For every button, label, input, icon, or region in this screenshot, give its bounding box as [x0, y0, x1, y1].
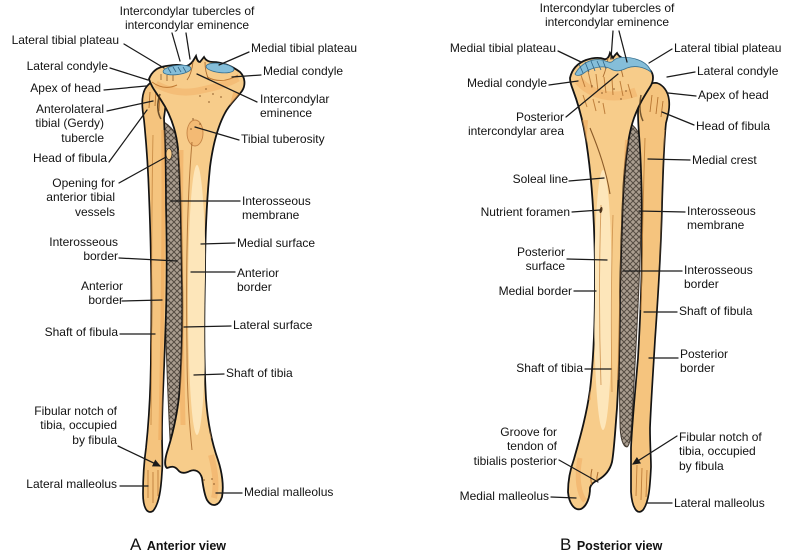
posterior-plateau-cartilage — [574, 56, 652, 76]
caption-posterior-view: B Posterior view — [560, 535, 662, 554]
caption-text-anterior: Anterior view — [146, 539, 227, 553]
label-a-fibular-notch: Fibular notch of tibia, occupied by fibu… — [34, 404, 117, 447]
label-b-posterior-intercondylar-area: Posterior intercondylar area — [467, 110, 564, 139]
label-a-lateral-surface: Lateral surface — [233, 318, 313, 332]
label-a-anterior-border-tibia: Anterior border — [237, 266, 280, 295]
label-b-intercondylar-tubercles: Intercondylar tubercles of intercondylar… — [539, 1, 675, 30]
label-b-medial-tibial-plateau: Medial tibial plateau — [449, 41, 556, 55]
label-a-medial-malleolus: Medial malleolus — [244, 485, 334, 499]
label-a-tibial-tuberosity: Tibial tuberosity — [241, 132, 325, 146]
label-b-fibular-notch: Fibular notch of tibia, occupied by fibu… — [679, 430, 762, 473]
fibula-tibia-crevice-anterior — [157, 93, 162, 120]
label-a-apex-of-head: Apex of head — [30, 81, 101, 95]
label-a-interosseous-membrane: Interosseous membrane — [242, 194, 311, 223]
caption-letter-b: B — [560, 535, 572, 554]
label-a-interosseous-border: Interosseous border — [49, 235, 118, 264]
fibula-anterior-details — [147, 89, 166, 503]
label-b-nutrient-foramen: Nutrient foramen — [480, 205, 570, 219]
label-a-intercondylar-eminence: Intercondylar eminence — [260, 92, 330, 121]
label-a-head-of-fibula: Head of fibula — [32, 151, 107, 165]
fibula-tibia-crevice-posterior — [639, 94, 644, 122]
label-a-lateral-malleolus: Lateral malleolus — [26, 477, 117, 491]
soleal-line-ridge — [589, 127, 611, 195]
leader-lines-anterior — [103, 32, 262, 494]
label-b-medial-crest: Medial crest — [692, 153, 757, 167]
label-b-interosseous-membrane: Interosseous membrane — [687, 204, 756, 233]
label-b-shaft-of-tibia: Shaft of tibia — [516, 361, 583, 375]
caption-letter-a: A — [130, 535, 142, 554]
label-b-interosseous-border: Interosseous border — [684, 263, 753, 292]
caption-text-posterior: Posterior view — [576, 539, 663, 553]
opening-anterior-tibial-vessels — [165, 148, 173, 160]
label-b-lateral-condyle: Lateral condyle — [697, 64, 779, 78]
label-b-groove-tibialis-posterior: Groove for tendon of tibialis posterior — [473, 425, 557, 468]
label-a-medial-surface: Medial surface — [237, 236, 316, 250]
label-b-medial-condyle: Medial condyle — [466, 76, 547, 90]
posterior-view-illustration — [567, 50, 671, 513]
label-a-gerdy-tubercle: Anterolateral tibial (Gerdy) tubercle — [35, 102, 104, 145]
label-b-medial-malleolus: Medial malleolus — [459, 489, 549, 503]
label-b-apex-of-head: Apex of head — [698, 88, 769, 102]
label-a-opening-anterior-tibial-vessels: Opening for anterior tibial vessels — [46, 176, 115, 219]
label-b-lateral-malleolus: Lateral malleolus — [674, 496, 765, 510]
label-a-shaft-of-tibia: Shaft of tibia — [226, 366, 293, 380]
label-a-intercondylar-tubercles: Intercondylar tubercles of intercondylar… — [119, 4, 255, 33]
nutrient-foramen-mark — [599, 206, 603, 214]
label-b-shaft-of-fibula: Shaft of fibula — [679, 304, 753, 318]
label-b-lateral-tibial-plateau: Lateral tibial plateau — [674, 41, 782, 55]
label-b-soleal-line: Soleal line — [512, 172, 568, 186]
lateral-tibial-plateau-cartilage — [162, 64, 192, 76]
label-a-shaft-of-fibula: Shaft of fibula — [44, 325, 118, 339]
label-a-anterior-border-fibula: Anterior border — [80, 279, 123, 308]
leader-lines-posterior — [548, 30, 697, 504]
label-b-posterior-border: Posterior border — [680, 347, 729, 376]
label-a-medial-condyle: Medial condyle — [263, 64, 344, 78]
caption-anterior-view: A Anterior view — [130, 535, 226, 554]
label-b-posterior-surface: Posterior surface — [516, 245, 565, 274]
medial-tibial-plateau-cartilage — [205, 62, 235, 74]
label-a-medial-tibial-plateau: Medial tibial plateau — [251, 41, 358, 55]
anterior-view-illustration — [141, 53, 246, 513]
label-b-medial-border: Medial border — [498, 284, 572, 298]
label-b-head-of-fibula: Head of fibula — [696, 119, 771, 133]
label-a-lateral-tibial-plateau: Lateral tibial plateau — [11, 33, 119, 47]
label-a-lateral-condyle: Lateral condyle — [26, 59, 108, 73]
